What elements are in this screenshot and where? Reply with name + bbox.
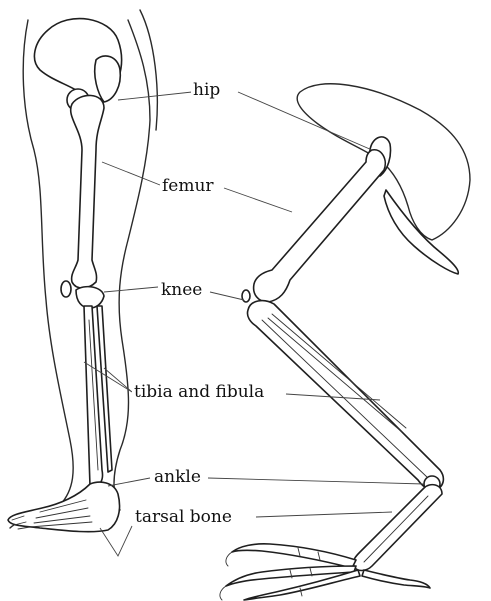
label-ankle: ankle [152, 467, 203, 487]
bird-toe-hind [362, 570, 430, 588]
femur-leader-bird [224, 188, 292, 212]
human-tibia-head [76, 287, 104, 308]
human-femur [71, 95, 104, 288]
bird-leg [220, 84, 470, 600]
bird-pubis [384, 190, 458, 274]
bird-toe-front-upper [232, 544, 356, 568]
bird-tibiotarsus [247, 301, 443, 490]
label-femur: femur [160, 176, 216, 196]
label-knee: knee [159, 280, 204, 300]
ankle-leader-bird [208, 478, 424, 484]
human-leg-outline-left [10, 20, 73, 528]
bird-tarsal-inner-line [364, 496, 428, 562]
hip-leader-human [118, 92, 192, 100]
hip-leader-bird [238, 92, 372, 150]
knee-leader-human [104, 287, 158, 292]
human-patella [61, 281, 71, 297]
tarsal-leader-bird [256, 512, 392, 517]
human-leg [8, 10, 157, 532]
label-tarsal-bone: tarsal bone [133, 507, 234, 527]
label-hip: hip [191, 80, 222, 100]
bird-femur [254, 150, 386, 302]
femur-leader-human [102, 162, 160, 185]
human-body-outline [140, 10, 157, 130]
human-leg-outline-right [114, 20, 150, 510]
label-tibia-and-fibula: tibia and fibula [132, 382, 266, 402]
bird-tibia-inner-line [262, 320, 428, 478]
knee-leader-bird [210, 292, 244, 300]
